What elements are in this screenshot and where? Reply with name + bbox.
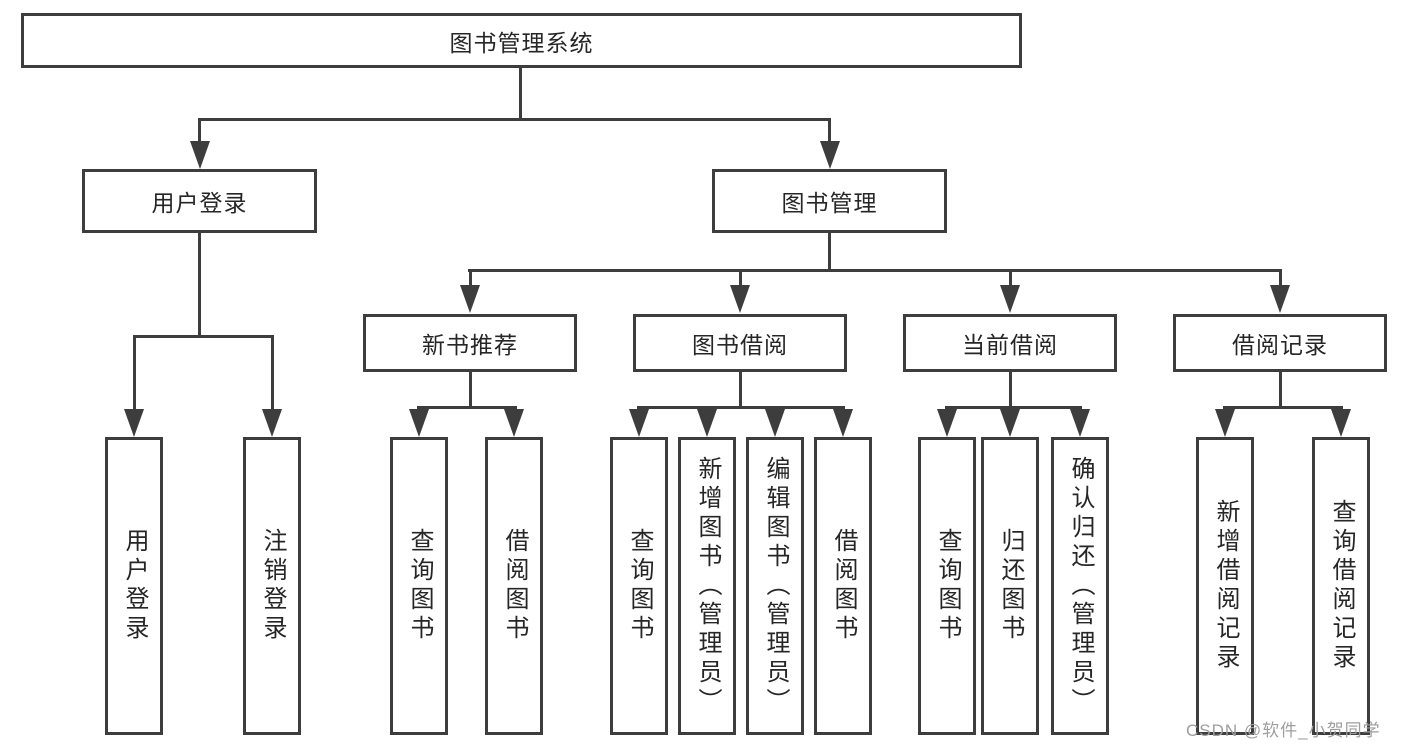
leaf-query-books-recommend-label: 查询图书	[406, 528, 433, 644]
connector-line	[739, 269, 742, 287]
leaf-query-books-borrowing-label: 查询图书	[626, 528, 653, 644]
connector-line	[828, 118, 831, 144]
connector-line	[637, 406, 845, 409]
connector-line	[828, 231, 831, 271]
leaf-query-books-recommend: 查询图书	[390, 437, 448, 735]
leaf-query-books-borrowing: 查询图书	[610, 437, 668, 735]
arrow-down-icon	[460, 285, 480, 313]
leaf-borrow-books-borrowing: 借阅图书	[814, 437, 872, 735]
connector-line	[519, 66, 522, 118]
connector-line	[1009, 370, 1012, 408]
connector-line	[271, 335, 274, 411]
leaf-user-login-label: 用户登录	[121, 528, 148, 644]
leaf-borrow-books-borrowing-label: 借阅图书	[830, 528, 857, 644]
arrow-down-icon	[820, 141, 840, 169]
leaf-logout: 注销登录	[243, 437, 301, 735]
connector-line	[469, 370, 472, 408]
connector-line	[1223, 406, 1343, 409]
connector-line	[198, 118, 831, 121]
connector-line	[1279, 269, 1282, 287]
connector-line	[468, 269, 1282, 272]
node-current-borrowing: 当前借阅	[903, 314, 1117, 372]
arrow-down-icon	[1331, 409, 1351, 437]
leaf-user-login: 用户登录	[105, 437, 163, 735]
connector-line	[417, 406, 517, 409]
arrow-down-icon	[697, 409, 717, 437]
connector-line	[945, 406, 1082, 409]
node-book-management: 图书管理	[712, 169, 947, 233]
node-current-borrowing-label: 当前借阅	[962, 332, 1058, 358]
arrow-down-icon	[1000, 409, 1020, 437]
connector-line	[198, 231, 201, 335]
node-new-book-recommend: 新书推荐	[363, 314, 577, 372]
connector-line	[133, 335, 136, 411]
arrow-down-icon	[124, 409, 144, 437]
leaf-add-book-admin-label: 新增图书（管理员）	[694, 455, 721, 717]
connector-line	[1279, 370, 1282, 408]
connector-line	[133, 335, 274, 338]
connector-line	[198, 118, 201, 144]
arrow-down-icon	[1070, 409, 1090, 437]
node-book-borrowing: 图书借阅	[633, 314, 847, 372]
leaf-confirm-return-admin-label: 确认归还（管理员）	[1067, 455, 1094, 717]
leaf-borrow-books-recommend: 借阅图书	[485, 437, 543, 735]
node-root: 图书管理系统	[21, 13, 1022, 68]
arrow-down-icon	[629, 409, 649, 437]
watermark: CSDN @软件_小贺同学	[1186, 721, 1381, 740]
connector-line	[1009, 269, 1012, 287]
node-book-borrowing-label: 图书借阅	[692, 332, 788, 358]
leaf-query-books-current: 查询图书	[918, 437, 976, 735]
leaf-add-book-admin: 新增图书（管理员）	[678, 437, 736, 735]
node-new-book-recommend-label: 新书推荐	[422, 332, 518, 358]
leaf-add-borrow-record: 新增借阅记录	[1196, 437, 1254, 735]
arrow-down-icon	[504, 409, 524, 437]
leaf-query-borrow-record: 查询借阅记录	[1312, 437, 1370, 735]
leaf-add-borrow-record-label: 新增借阅记录	[1212, 499, 1239, 673]
leaf-edit-book-admin: 编辑图书（管理员）	[746, 437, 804, 735]
leaf-edit-book-admin-label: 编辑图书（管理员）	[762, 455, 789, 717]
leaf-query-borrow-record-label: 查询借阅记录	[1328, 499, 1355, 673]
arrow-down-icon	[262, 409, 282, 437]
node-book-management-label: 图书管理	[781, 190, 878, 216]
leaf-confirm-return-admin: 确认归还（管理员）	[1051, 437, 1109, 735]
leaf-return-books-label: 归还图书	[997, 528, 1024, 644]
leaf-query-books-current-label: 查询图书	[934, 528, 961, 644]
node-user-login-label: 用户登录	[151, 190, 248, 216]
arrow-down-icon	[1270, 285, 1290, 313]
leaf-borrow-books-recommend-label: 借阅图书	[501, 528, 528, 644]
arrow-down-icon	[937, 409, 957, 437]
node-user-login: 用户登录	[82, 169, 317, 233]
arrow-down-icon	[1215, 409, 1235, 437]
node-borrowing-records-label: 借阅记录	[1232, 332, 1328, 358]
arrow-down-icon	[1000, 285, 1020, 313]
leaf-logout-label: 注销登录	[259, 528, 286, 644]
node-borrowing-records: 借阅记录	[1173, 314, 1387, 372]
node-root-label: 图书管理系统	[449, 29, 594, 56]
arrow-down-icon	[765, 409, 785, 437]
arrow-down-icon	[409, 409, 429, 437]
arrow-down-icon	[190, 141, 210, 169]
connector-line	[739, 370, 742, 408]
arrow-down-icon	[730, 285, 750, 313]
leaf-return-books: 归还图书	[981, 437, 1039, 735]
connector-line	[469, 269, 472, 287]
arrow-down-icon	[833, 409, 853, 437]
